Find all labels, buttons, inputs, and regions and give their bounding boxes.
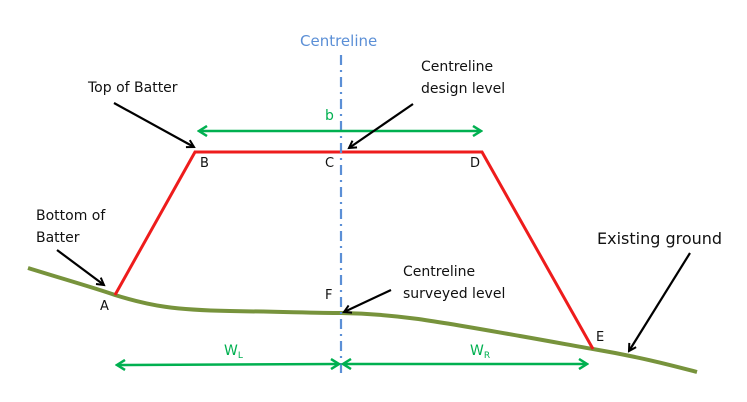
point-a-label: A — [100, 299, 109, 314]
centreline-design-level-arrow — [349, 103, 414, 148]
bottom-of-batter-label-line1: Bottom of — [36, 208, 106, 224]
point-c-label: C — [325, 156, 335, 171]
wl-dimension-arrow — [117, 364, 339, 365]
wl-main: W — [224, 343, 238, 359]
centreline-surveyed-level-label-line2: surveyed level — [403, 286, 506, 302]
top-of-batter-label: Top of Batter — [88, 80, 178, 96]
point-e-label: E — [596, 330, 605, 345]
wr-dimension-label: WR — [470, 343, 490, 361]
point-b-label: B — [200, 156, 209, 171]
b-dimension-label: b — [325, 108, 334, 124]
top-of-batter-arrow — [113, 102, 194, 147]
bottom-of-batter-arrow — [56, 249, 104, 285]
centreline-surveyed-level-label-line1: Centreline — [403, 264, 476, 280]
point-d-label: D — [470, 156, 481, 171]
bottom-of-batter-label-line2: Batter — [36, 230, 80, 246]
centreline-label: Centreline — [300, 32, 378, 50]
point-f-label: F — [325, 288, 333, 303]
existing-ground-line — [27, 266, 698, 374]
wl-subscript: L — [237, 351, 243, 361]
wl-dimension-label: WL — [224, 343, 243, 361]
wr-subscript: R — [483, 351, 491, 361]
formation-outline — [113, 150, 595, 350]
wr-main: W — [470, 343, 484, 359]
centreline-design-level-label-line2: design level — [421, 81, 506, 97]
existing-ground-label: Existing ground — [597, 229, 723, 248]
existing-ground-arrow — [629, 252, 691, 351]
centreline-design-level-label-line1: Centreline — [421, 59, 494, 75]
centreline-surveyed-level-arrow — [344, 289, 392, 312]
